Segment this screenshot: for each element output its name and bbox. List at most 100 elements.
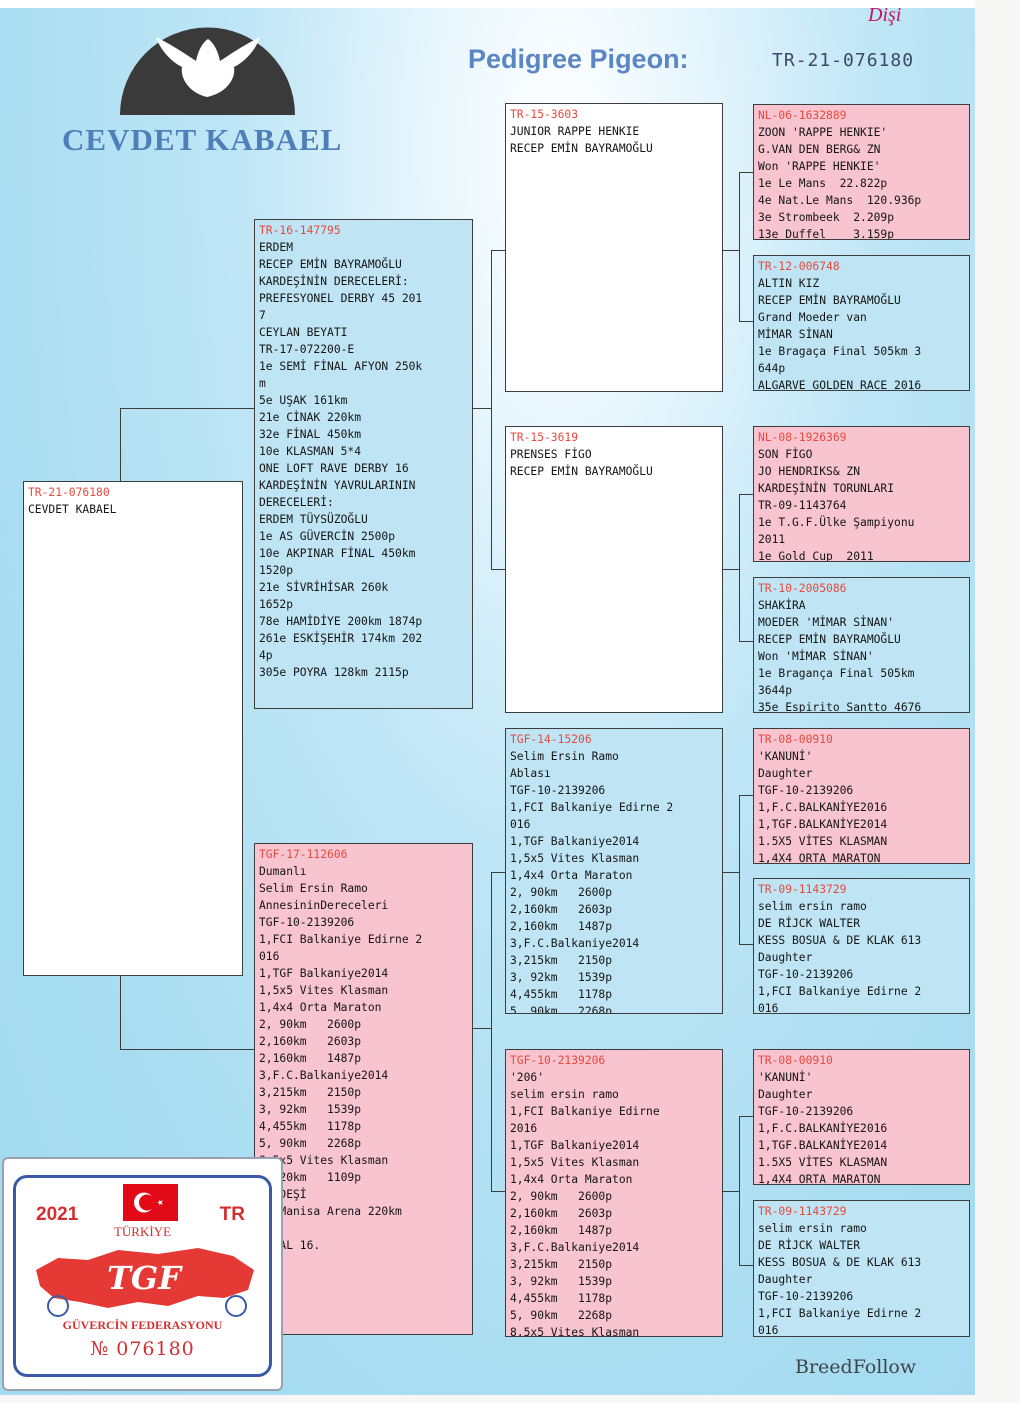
stamp-federation: GÜVERCİN FEDERASYONU [62, 1318, 223, 1332]
stamp-number: № 076180 [90, 1338, 195, 1360]
owner-name: CEVDET KABAEL [62, 122, 343, 157]
pedigree-line: RECEP EMİN BAYRAMOĞLU [758, 294, 901, 307]
connector [491, 1191, 506, 1192]
pedigree-line: TGF-10-2139206 [510, 784, 606, 797]
connector [491, 250, 506, 251]
pedigree-line: 1,F.C.BALKANİYE2016 [758, 801, 888, 814]
ring-number: TGF-17-112606 [259, 848, 348, 861]
pedigree-line: 3,215km 2150p [259, 1086, 362, 1099]
stamp-country-code: TR [219, 1204, 245, 1225]
ring-number: TR-16-147795 [259, 224, 341, 237]
ring-number: TGF-14-15206 [510, 733, 592, 746]
pedigree-line: 2,160km 2603p [510, 1207, 613, 1220]
connector [722, 250, 740, 251]
pedigree-line: 20 Manisa Arena 220km [259, 1205, 402, 1218]
pedigree-line: 1,F.C.BALKANİYE2016 [758, 1122, 888, 1135]
pedigree-line: 1,4X4 ORTA MARATON [758, 852, 881, 864]
pedigree-line: 21e CİNAK 220km [259, 411, 362, 424]
pedigree-line: 3, 92km 1539p [259, 1103, 362, 1116]
connector [739, 1116, 740, 1266]
tgf-logo-text: TGF [107, 1259, 183, 1297]
pedigree-line: 1,4x4 Orta Maraton [510, 869, 633, 882]
pedigree-line: DE RİJCK WALTER [758, 1239, 861, 1252]
pedigree-line: 1,TGF.BALKANİYE2014 [758, 818, 888, 831]
pedigree-line: FİNAL 16. [259, 1239, 321, 1252]
ring-number: TGF-10-2139206 [510, 1054, 606, 1067]
connector [491, 872, 506, 873]
pedigree-line: 35e Espirito Santto 4676 [758, 701, 922, 713]
pedigree-line: 1e Gold Cup 2011 [758, 550, 874, 562]
pedigree-line: 5, 90km 2268p [259, 1137, 362, 1150]
pedigree-line: PRENSES FİGO [510, 448, 592, 461]
connector [491, 569, 506, 570]
pedigree-line: 4,455km 1178p [510, 988, 613, 1001]
ring-number: TR-09-1143729 [758, 1205, 847, 1218]
ring-number: NL-08-1926369 [758, 431, 847, 444]
pedigree-line: 016 [758, 1002, 779, 1014]
pedigree-line: Selim Ersin Ramo [259, 882, 368, 895]
pedigree-line: 1652p [259, 598, 294, 611]
ring-number: TR-12-006748 [758, 260, 840, 273]
ring-number: TR-09-1143729 [758, 883, 847, 896]
connector [120, 1049, 255, 1050]
pedigree-line: 2,160km 1487p [510, 920, 613, 933]
pedigree-line: 4,455km 1178p [259, 1120, 362, 1133]
pedigree-line: 7 [259, 309, 266, 322]
dove-logo-icon [120, 27, 295, 115]
federation-stamp: 2021 TR TÜRKİYE TGF GÜVERCİN FEDERASYONU… [2, 1157, 283, 1391]
pedigree-line: 1,5x5 Vites Klasman [510, 1156, 640, 1169]
pedigree-line: 3644p [758, 684, 793, 697]
connector [722, 1191, 740, 1192]
page-title: Pedigree Pigeon: [468, 44, 689, 74]
pedigree-line: CEVDET KABAEL [28, 503, 117, 516]
pedigree-line: AnnesininDereceleri [259, 899, 389, 912]
pedigree-line: 1e SEMİ FİNAL AFYON 250k [259, 360, 423, 373]
pedigree-line: 4e Nat.Le Mans 120.936p [758, 194, 922, 207]
pedigree-line: 1e AS GÜVERCİN 2500p [259, 530, 396, 543]
pedigree-line: TGF-10-2139206 [758, 1290, 854, 1303]
pedigree-line: '206' [510, 1071, 545, 1084]
pedigree-line: Selim Ersin Ramo [510, 750, 619, 763]
pedigree-line: Daughter [758, 951, 813, 964]
pedigree-line: KARDEŞİ [259, 1186, 468, 1203]
ring-number: TR-15-3619 [510, 431, 579, 444]
pedigree-line: KESS BOSUA & DE KLAK 613 [758, 934, 922, 947]
connector [739, 795, 740, 945]
ring-number: TR-21-076180 [28, 486, 110, 499]
pedigree-line: 3,215km 2150p [510, 1258, 613, 1271]
pedigree-line: 305e POYRA 128km 2115p [259, 666, 409, 679]
ring-number: TR-08-00910 [758, 1054, 833, 1067]
pedigree-line: Ablası [510, 767, 551, 780]
pedigree-line: 78e HAMİDİYE 200km 1874p [259, 615, 423, 628]
connector [739, 1265, 754, 1266]
connector [491, 250, 492, 570]
pedigree-line: 3e Strombeek 2.209p [758, 211, 895, 224]
connector [120, 408, 255, 409]
ring-number: TR-15-3603 [510, 108, 579, 121]
pedigree-line: ERDEM [259, 241, 294, 254]
pedigree-line: 5e UŞAK 161km [259, 394, 348, 407]
pedigree-line: TGF-10-2139206 [758, 968, 854, 981]
pedigree-line: 1,TGF.BALKANİYE2014 [758, 1139, 888, 1152]
gender-mark: Dişi [868, 4, 902, 26]
pedigree-line: 32e FİNAL 450km [259, 428, 362, 441]
ring-number: TR-08-00910 [758, 733, 833, 746]
pedigree-line: 1,4x4 Orta Maraton [510, 1173, 633, 1186]
connector [722, 569, 740, 570]
connector [739, 1116, 754, 1117]
